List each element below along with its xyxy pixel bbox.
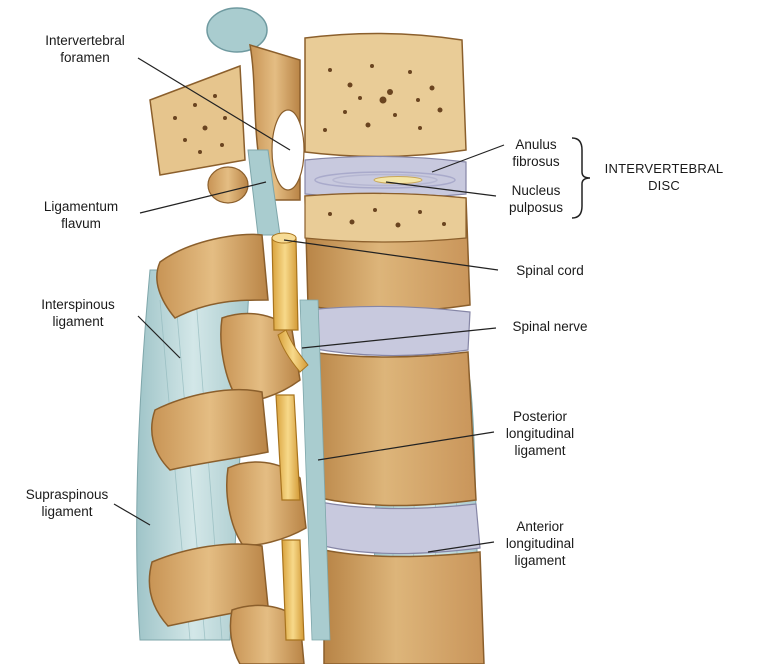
leader-intervertebral-foramen [137,57,291,151]
label-anulus-fibrosus-line1: Anulus [515,137,557,152]
vertebral-body-top [304,32,467,158]
spinous-process-lower [148,543,305,664]
leader-ligamentum-flavum [139,181,267,214]
label-ligamentum-flavum-line1: Ligamentum [43,199,119,214]
leader-interspinous-ligament [137,315,181,359]
label-posterior-longitudinal-ligament-line2: longitudinal [505,426,575,441]
spinal-cord-structure [271,232,309,641]
leader-lines [113,57,505,553]
leader-spinal-cord [283,239,499,271]
vertebral-body-lower [309,351,485,664]
label-nucleus-pulposus-line1: Nucleus [511,183,561,198]
label-supraspinous-ligament-line2: ligament [41,504,93,519]
intervertebral-disc-top [304,155,467,199]
label-supraspinous-ligament-line1: Supraspinous [25,487,109,502]
label-supraspinous-ligament: Supraspinous ligament [8,486,126,520]
leader-spinal-nerve [301,327,497,349]
label-anterior-longitudinal-ligament-line1: Anterior [516,519,564,534]
disc-bracket [571,137,591,219]
leader-posterior-longitudinal-ligament [317,431,495,461]
intervertebral-foramen-opening [271,109,305,191]
intervertebral-disc-middle [307,305,471,357]
label-spinal-nerve: Spinal nerve [498,318,602,335]
label-intervertebral-foramen: Intervertebral foramen [30,32,140,66]
label-ligamentum-flavum-line2: flavum [61,216,101,231]
label-intervertebral-foramen-line1: Intervertebral [45,33,125,48]
label-intervertebral-disc-line1: INTERVERTEBRAL [604,161,724,176]
vertebral-body-middle [304,192,471,313]
label-anterior-longitudinal-ligament-line2: longitudinal [505,536,575,551]
label-anterior-longitudinal-ligament-line3: ligament [514,553,566,568]
label-spinal-nerve-text: Spinal nerve [512,319,588,334]
label-ligamentum-flavum: Ligamentum flavum [22,198,140,232]
label-spinal-cord: Spinal cord [500,262,600,279]
leader-supraspinous-ligament [113,503,151,526]
leader-anterior-longitudinal-ligament [427,541,495,553]
posterior-longitudinal-ligament-strip [299,299,331,641]
label-anulus-fibrosus-line2: fibrosus [512,154,560,169]
spinous-process-middle [151,389,307,546]
label-interspinous-ligament-line1: Interspinous [41,297,115,312]
label-interspinous-ligament-line2: ligament [52,314,104,329]
label-anulus-fibrosus: Anulus fibrosus [496,136,576,170]
leader-anulus-fibrosus [431,144,505,173]
label-nucleus-pulposus-line2: pulposus [508,200,564,215]
label-posterior-longitudinal-ligament-line1: Posterior [512,409,568,424]
leader-nucleus-pulposus [385,181,497,197]
label-intervertebral-disc-line2: DISC [648,178,680,193]
label-spinal-cord-text: Spinal cord [516,263,584,278]
label-posterior-longitudinal-ligament-line3: ligament [514,443,566,458]
label-intervertebral-foramen-line2: foramen [60,50,110,65]
label-nucleus-pulposus: Nucleus pulposus [496,182,576,216]
label-posterior-longitudinal-ligament: Posterior longitudinal ligament [492,408,588,459]
label-interspinous-ligament: Interspinous ligament [18,296,138,330]
label-anterior-longitudinal-ligament: Anterior longitudinal ligament [492,518,588,569]
label-intervertebral-disc: INTERVERTEBRAL DISC [594,160,734,194]
